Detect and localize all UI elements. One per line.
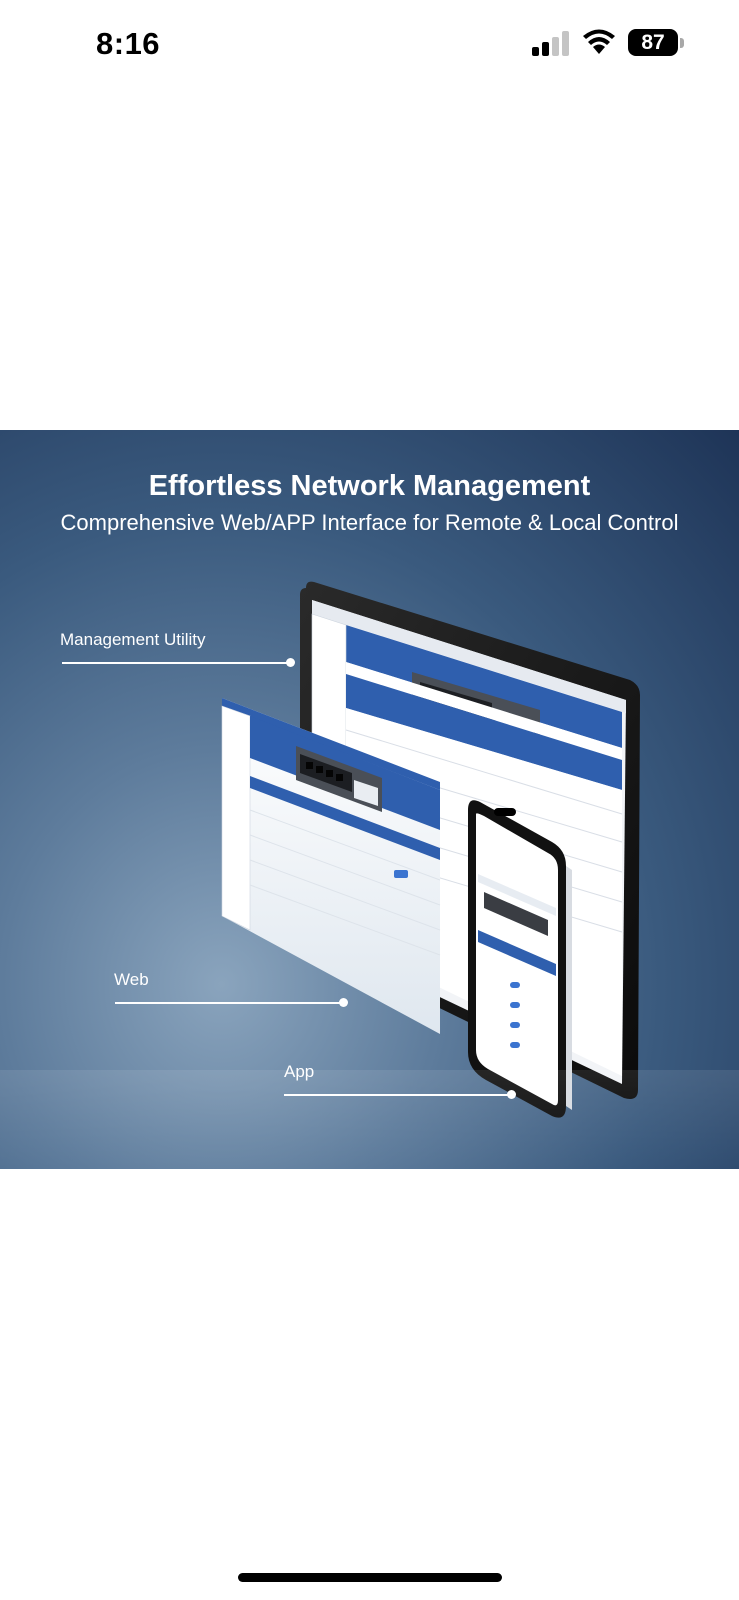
- status-time: 8:16: [96, 26, 161, 61]
- devices-illustration: [0, 581, 739, 1169]
- wifi-icon: [583, 29, 615, 54]
- battery-icon: 87: [628, 29, 684, 57]
- banner-title: Effortless Network Management: [148, 470, 591, 502]
- callout-label-app: App: [284, 1062, 315, 1081]
- callout-label-management-utility: Management Utility: [60, 630, 206, 649]
- web-window: [221, 698, 441, 1034]
- callout-line-app: [284, 1094, 512, 1096]
- callout-line-web: [115, 1002, 343, 1004]
- callout-label-web: Web: [114, 970, 149, 989]
- product-banner-image: Effortless Network Management Comprehens…: [0, 430, 739, 1169]
- status-bar: 8:16 87: [0, 0, 739, 90]
- callout-dot-app: [507, 1090, 516, 1099]
- callout-dot-web: [339, 998, 348, 1007]
- home-indicator[interactable]: [238, 1573, 502, 1582]
- cellular-signal-icon: [532, 30, 572, 56]
- battery-level: 87: [628, 29, 678, 56]
- banner-subtitle: Comprehensive Web/APP Interface for Remo…: [60, 510, 679, 535]
- phone-device: [468, 800, 572, 1118]
- callout-line-management-utility: [62, 662, 290, 664]
- callout-dot-management-utility: [286, 658, 295, 667]
